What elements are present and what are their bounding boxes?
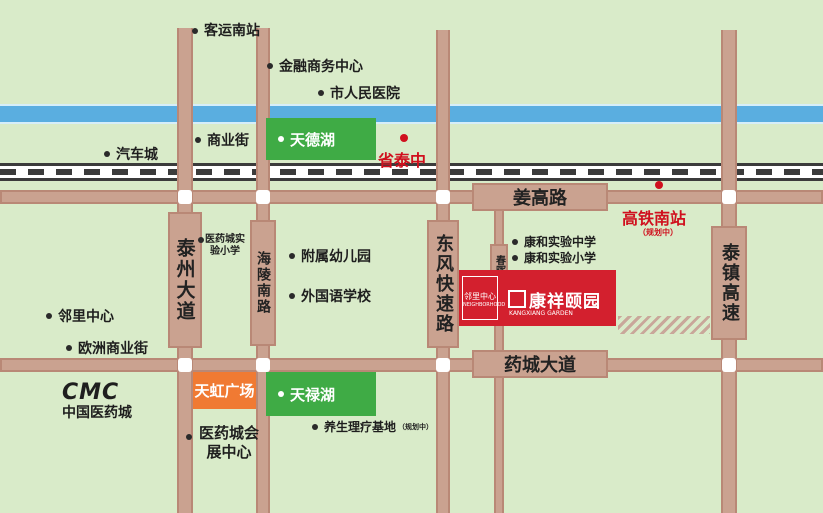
park-tiande: 天德湖 [266,118,376,160]
poi-dot-icon [318,90,324,96]
poi-waiguoyu: 外国语学校 [289,286,371,306]
poi-kanghe-middle: 康和实验中学 [512,233,596,250]
junction [722,358,736,372]
poi-linli-label: 邻里中心 [58,309,114,325]
poi-dot-icon [512,254,518,261]
poi-ouzhou: 欧洲商业街 [66,338,148,358]
poi-shiren-label: 市人民医院 [330,86,400,102]
poi-dot-icon [104,151,110,157]
park-tiande-label: 天德湖 [290,130,336,149]
poi-gaotie-note: （规划中） [638,228,678,237]
project-block: 邻里中心 NEIGHBORHOOD 康祥颐园 KANGXIANG GARDEN [459,270,616,326]
junction [178,358,192,372]
poi-qiche-label: 汽车城 [116,147,158,163]
junction [436,358,450,372]
poi-kanghe-middle-label: 康和实验中学 [524,235,597,249]
poi-shiren: 市人民医院 [318,83,400,103]
poi-dot-icon [289,253,295,259]
park-tianlu: 天禄湖 [266,372,376,416]
poi-yangsheng: 养生理疗基地 （规划中） [312,418,433,435]
road-label-taizhou: 泰州大道 [168,212,202,348]
junction [722,190,736,204]
poi-fushu-label: 附属幼儿园 [301,249,371,265]
poi-kanghe-primary: 康和实验小学 [512,249,596,266]
poi-ouzhou-label: 欧洲商业街 [78,341,148,357]
poi-kanghe-primary-label: 康和实验小学 [524,251,597,265]
poi-jinrong: 金融商务中心 [267,56,363,76]
poi-shangye: 商业街 [195,130,249,150]
poi-keyun-label: 客运南站 [204,23,260,39]
road-label-taizhen: 泰镇高速 [711,226,747,340]
cmc-name: 中国医药城 [62,405,132,421]
poi-dot-icon [198,237,204,243]
poi-huizhan: 医药城会展中心 [184,424,264,462]
poi-qiche: 汽车城 [104,144,158,164]
poi-dot-icon [66,345,72,351]
linli-badge-sub: NEIGHBORHOOD [463,302,506,308]
poi-keyun: 客运南站 [192,22,260,40]
poi-jinrong-label: 金融商务中心 [279,59,363,75]
poi-dot-icon [195,137,201,143]
cmc-logo: CMC [62,380,120,405]
poi-gaotie-dot [655,181,663,189]
poi-dot-icon [267,63,273,69]
junction [178,190,192,204]
poi-yiyaocheng-school-label: 医药城实验小学 [205,234,245,257]
junction [436,190,450,204]
road-label-yaocheng: 药城大道 [472,350,608,378]
poi-dot-icon [192,28,198,34]
park-tianlu-label: 天禄湖 [290,385,336,404]
junction [256,358,270,372]
poi-gaotie-label: 高铁南站 [622,209,687,228]
road-label-hailing: 海陵南路 [250,220,276,346]
poi-dot-icon [312,423,318,430]
poi-dot-icon [186,434,192,440]
railway [0,163,823,181]
linli-badge: 邻里中心 NEIGHBORHOOD [462,276,506,320]
poi-dot-icon [512,238,518,245]
road-label-jianggao: 姜高路 [472,183,608,211]
poi-huizhan-label: 医药城会展中心 [198,424,259,461]
decor-stripes [618,316,710,334]
poi-linli: 邻里中心 [46,306,114,326]
poi-yiyaocheng-school: 医药城实验小学 [198,234,248,258]
poi-shengtaizhong-dot [400,134,408,142]
road-label-dongfeng: 东风快速路 [427,220,459,348]
project-logo-icon [508,290,526,308]
poi-waiguoyu-label: 外国语学校 [301,289,371,305]
poi-dot-icon [289,293,295,299]
poi-shangye-label: 商业街 [207,133,249,149]
project-name: 康祥颐园 [529,292,601,312]
river [0,104,823,124]
poi-yangsheng-note: （规划中） [398,422,434,431]
linli-badge-text: 邻里中心 [464,292,496,301]
poi-yangsheng-label: 养生理疗基地 [324,420,397,434]
tianhong-plaza: 天虹广场 [193,372,256,409]
poi-shengtaizhong-label: 省泰中 [378,151,427,170]
poi-fushu: 附属幼儿园 [289,246,371,266]
jianggao-road [0,190,823,204]
project-name-en: KANGXIANG GARDEN [509,310,573,317]
yaocheng-road [0,358,823,372]
junction [256,190,270,204]
poi-dot-icon [46,313,52,319]
